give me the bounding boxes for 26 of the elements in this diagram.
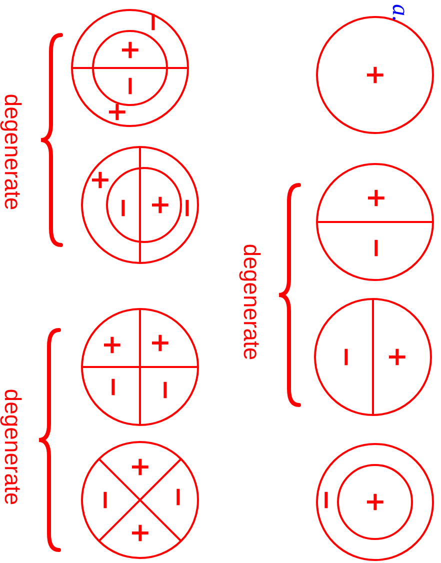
sign-label: + xyxy=(147,194,173,216)
sign-label: + xyxy=(104,101,130,123)
degenerate-label: degenerate xyxy=(0,388,26,506)
sign-label: + xyxy=(87,169,113,191)
sign-label: + xyxy=(147,332,173,354)
sign-label: + xyxy=(99,334,125,356)
sign-label: + xyxy=(384,346,410,368)
sign-label: − xyxy=(100,376,126,398)
sign-label: + xyxy=(363,187,389,209)
sign-label: + xyxy=(127,522,153,544)
variable-label: a. xyxy=(387,4,413,22)
sign-label: + xyxy=(117,39,143,61)
sign-label: + xyxy=(362,491,388,513)
sign-label: − xyxy=(152,379,178,401)
sign-label: − xyxy=(110,197,136,219)
sign-label: + xyxy=(362,64,388,86)
sign-label: − xyxy=(313,489,339,511)
sign-label: − xyxy=(92,489,118,511)
degenerate-label: degenerate xyxy=(239,244,265,360)
sign-label: − xyxy=(363,237,389,259)
sign-label: + xyxy=(127,456,153,478)
sign-label: − xyxy=(117,75,143,97)
sign-label: − xyxy=(333,346,359,368)
sign-label: − xyxy=(165,486,191,508)
sign-label: − xyxy=(174,197,200,219)
degenerate-label: degenerate xyxy=(0,94,26,210)
